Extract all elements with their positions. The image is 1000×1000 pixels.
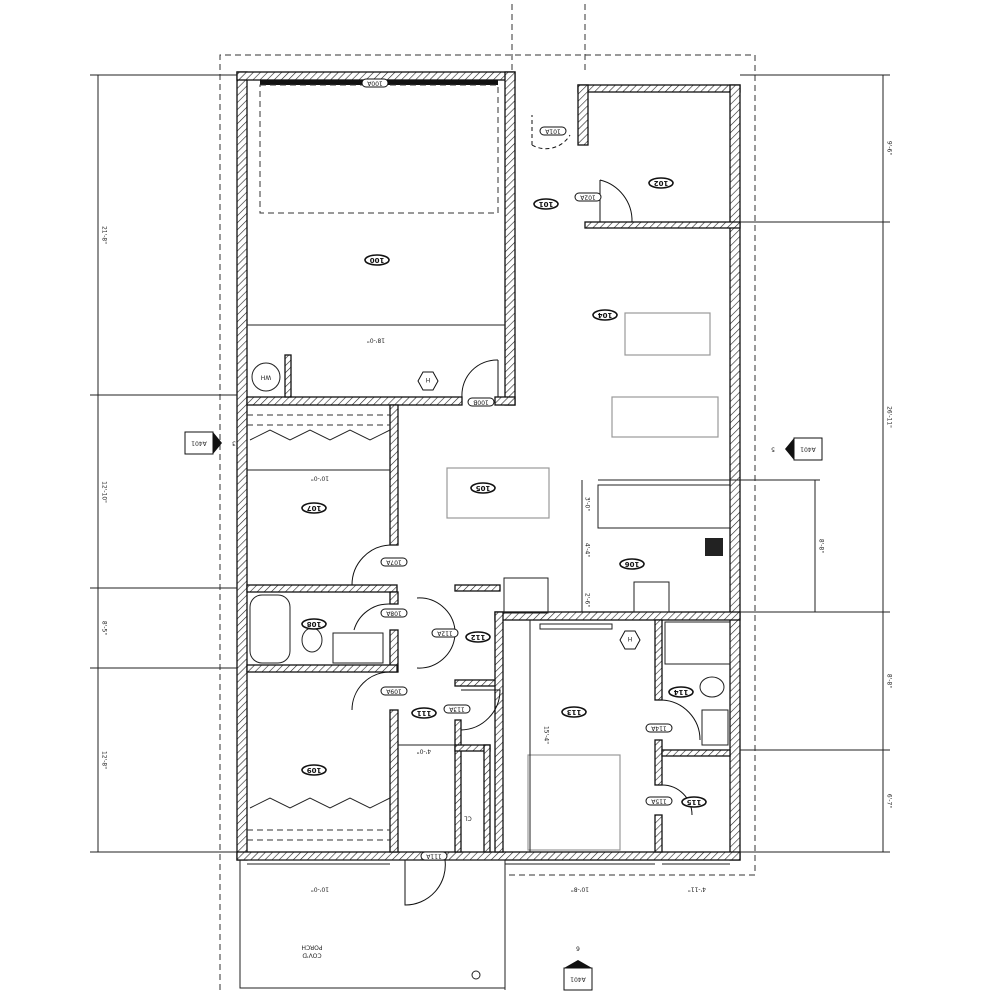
section-marker-6[interactable]: A401 6 xyxy=(563,945,593,991)
fridge-icon xyxy=(705,538,723,556)
svg-text:8'-5": 8'-5" xyxy=(101,621,108,635)
svg-text:H: H xyxy=(426,378,431,385)
svg-text:108: 108 xyxy=(307,620,322,628)
bathtub xyxy=(249,594,291,664)
sink xyxy=(633,581,670,613)
section-marker-5[interactable]: A401 5 xyxy=(771,437,823,461)
svg-text:A401: A401 xyxy=(570,976,586,983)
svg-text:5: 5 xyxy=(771,446,775,453)
dining-table xyxy=(446,467,550,519)
range xyxy=(503,577,549,614)
svg-text:107: 107 xyxy=(307,504,322,512)
svg-text:114A: 114A xyxy=(650,725,666,732)
water-heater-label: WH xyxy=(261,374,271,381)
svg-text:12'-10": 12'-10" xyxy=(101,481,108,503)
svg-text:115: 115 xyxy=(687,798,702,806)
svg-text:21'-8": 21'-8" xyxy=(101,226,108,244)
toilet xyxy=(301,627,323,653)
svg-text:6'-7": 6'-7" xyxy=(886,794,893,808)
svg-text:4'-0": 4'-0" xyxy=(417,748,431,755)
svg-text:2'-6": 2'-6" xyxy=(584,593,591,607)
svg-text:104: 104 xyxy=(598,311,613,319)
overhead-door-track xyxy=(259,84,499,214)
svg-text:15'-4": 15'-4" xyxy=(543,726,550,744)
svg-text:6: 6 xyxy=(576,945,580,952)
svg-text:10'-0": 10'-0" xyxy=(311,475,329,482)
svg-text:113: 113 xyxy=(567,708,582,716)
room-tags: 100 101 102 104 105 106 107 108 109 111 … xyxy=(301,177,707,808)
vanity xyxy=(701,709,729,746)
sofa xyxy=(611,396,719,438)
svg-text:111A: 111A xyxy=(425,853,441,860)
shower xyxy=(664,621,731,665)
door-tags: 100A 100B 101A 102A 107A 108A 109A 111A … xyxy=(361,78,673,861)
svg-text:101: 101 xyxy=(539,200,554,208)
closet-label: CL xyxy=(464,815,472,822)
porch xyxy=(239,859,506,989)
svg-text:26'-11": 26'-11" xyxy=(886,406,893,428)
svg-text:4'-11": 4'-11" xyxy=(688,886,706,893)
svg-text:12'-8": 12'-8" xyxy=(101,751,108,769)
dimension-labels: 21'-8" 12'-10" 8'-5" 12'-8" 9'-6" 26'-11… xyxy=(101,141,893,893)
hose-bib-icon: H xyxy=(619,630,641,650)
roof-outline xyxy=(219,0,756,990)
svg-text:10'-0": 10'-0" xyxy=(311,886,329,893)
svg-text:102A: 102A xyxy=(579,194,595,201)
svg-text:4'-4": 4'-4" xyxy=(584,543,591,557)
svg-text:100: 100 xyxy=(370,256,385,264)
bed xyxy=(527,754,621,851)
interior-walls xyxy=(246,221,741,853)
svg-text:109A: 109A xyxy=(385,688,401,695)
furniture xyxy=(239,312,731,989)
svg-text:100A: 100A xyxy=(366,80,382,87)
svg-text:115A: 115A xyxy=(650,798,666,805)
svg-text:112: 112 xyxy=(471,633,486,641)
svg-text:8'-8": 8'-8" xyxy=(886,674,893,688)
doors[interactable] xyxy=(351,115,701,906)
svg-text:112A: 112A xyxy=(436,630,452,637)
porch-label: PORCH xyxy=(302,944,323,951)
svg-text:100B: 100B xyxy=(473,399,489,406)
dimension-lines xyxy=(90,74,890,865)
svg-text:A401: A401 xyxy=(191,440,207,447)
hose-bib-icon: H xyxy=(417,371,439,391)
svg-text:105: 105 xyxy=(476,484,491,492)
svg-text:H: H xyxy=(628,637,633,644)
svg-text:109: 109 xyxy=(307,766,322,774)
kitchen-island xyxy=(597,484,731,529)
svg-text:3: 3 xyxy=(232,440,236,447)
shelf xyxy=(539,623,613,630)
svg-text:10'-8": 10'-8" xyxy=(571,886,589,893)
coffee-table xyxy=(624,312,711,356)
svg-text:9'-6": 9'-6" xyxy=(886,141,893,155)
water-heater xyxy=(251,362,281,392)
svg-text:18'-0": 18'-0" xyxy=(367,337,385,344)
svg-text:114: 114 xyxy=(674,688,689,696)
section-marker-3[interactable]: A401 3 xyxy=(184,431,236,455)
svg-text:8'-8": 8'-8" xyxy=(818,539,825,553)
svg-text:106: 106 xyxy=(625,560,640,568)
vanity xyxy=(332,632,384,664)
porch-label: COV'D xyxy=(302,952,322,959)
svg-text:101A: 101A xyxy=(544,128,560,135)
svg-text:A401: A401 xyxy=(800,446,816,453)
svg-text:107A: 107A xyxy=(385,559,401,566)
svg-text:113A: 113A xyxy=(448,706,464,713)
toilet xyxy=(699,676,725,698)
svg-text:108A: 108A xyxy=(385,610,401,617)
svg-text:102: 102 xyxy=(654,179,669,187)
porch-post xyxy=(471,970,481,980)
svg-text:3'-0": 3'-0" xyxy=(584,497,591,511)
exterior-walls xyxy=(236,71,741,861)
svg-text:111: 111 xyxy=(417,709,432,717)
